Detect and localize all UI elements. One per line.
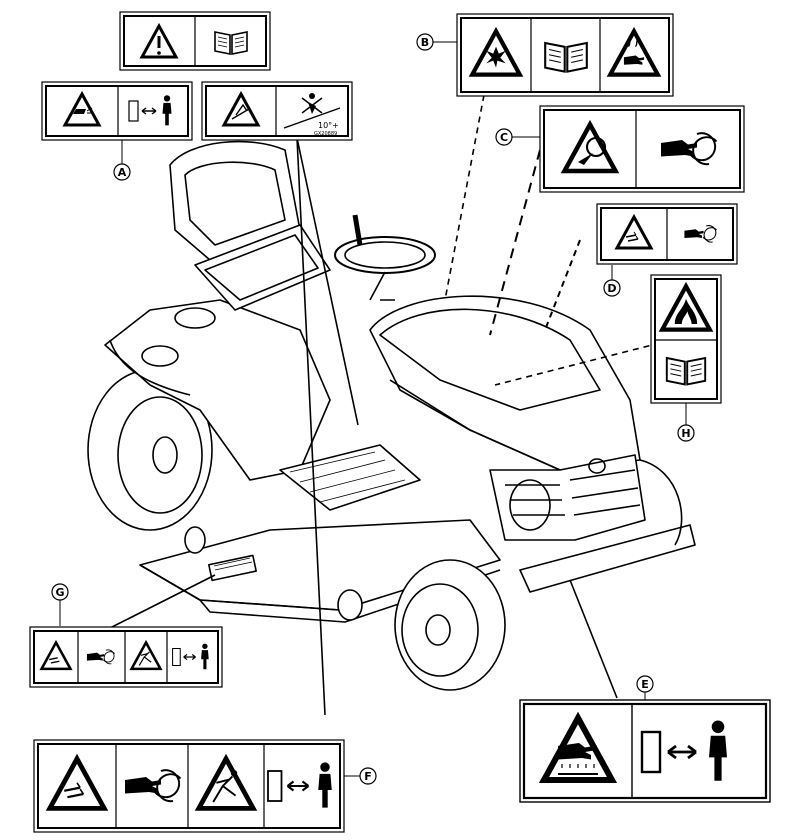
decal-h — [650, 274, 722, 404]
callout-e: E — [636, 675, 654, 693]
callout-label: H — [681, 427, 690, 440]
blade-contact-icon — [199, 759, 253, 809]
decal-f — [33, 739, 345, 833]
decal-code: GX20889 — [314, 131, 337, 137]
thrown-objects-icon — [50, 759, 104, 809]
decal-c — [539, 105, 745, 193]
thrown-objects-icon — [615, 215, 653, 250]
callout-label: A — [118, 166, 127, 179]
callout-label: G — [55, 586, 64, 599]
lawn-tractor-illustration — [87, 140, 696, 691]
thrown-objects-icon — [63, 92, 101, 127]
decal-warning-manual — [119, 11, 271, 71]
explosion-hazard-icon — [472, 31, 520, 74]
slope-rollover-icon: 10°+ GX20889 — [283, 93, 341, 137]
decal-g — [29, 626, 223, 688]
callout-b: B — [416, 33, 434, 51]
decal-e — [519, 699, 771, 803]
callout-label: D — [607, 282, 616, 295]
belt-entanglement-icon — [565, 125, 616, 172]
callout-f: F — [359, 767, 377, 785]
leader-lines — [59, 41, 687, 777]
callout-g: G — [51, 583, 69, 601]
callout-h: H — [677, 424, 695, 442]
callout-label: F — [364, 770, 372, 783]
callout-a: A — [113, 163, 131, 181]
callout-label: B — [421, 36, 429, 49]
decal-tipping: 10°+ GX20889 — [201, 81, 353, 141]
thrown-objects-icon — [40, 641, 72, 671]
hot-surface-icon — [544, 718, 612, 780]
decal-a — [41, 81, 193, 141]
callout-d: D — [603, 279, 621, 297]
slope-label: 10°+ — [318, 121, 339, 130]
tipping-hazard-icon — [222, 92, 260, 127]
decal-d — [596, 203, 738, 265]
warning-triangle-icon — [140, 24, 178, 59]
hot-surface-icon — [610, 31, 658, 74]
blade-contact-icon — [130, 641, 162, 671]
callout-label: E — [641, 678, 649, 691]
callout-label: C — [500, 131, 508, 144]
callout-c: C — [495, 128, 513, 146]
decal-b — [456, 13, 674, 97]
fire-hazard-icon — [662, 286, 710, 329]
